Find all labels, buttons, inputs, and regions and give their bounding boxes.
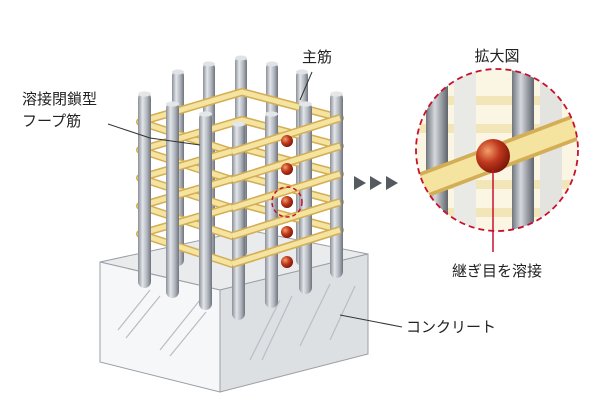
leader-lines — [107, 71, 403, 328]
concrete-label: コンクリート — [406, 318, 496, 336]
weld-point — [281, 256, 293, 268]
hoop-label-line1: 溶接閉鎖型 — [22, 90, 97, 108]
enlarged-view — [415, 68, 579, 252]
main-rebar-label: 主筋 — [302, 48, 332, 66]
weld-point — [281, 196, 293, 208]
hoop-front-segments — [230, 114, 342, 268]
weld-joint-label: 継ぎ目を溶接 — [452, 262, 542, 280]
arrow-right-icon — [370, 176, 382, 190]
main-rebar — [166, 102, 179, 298]
main-rebar — [199, 112, 212, 310]
main-rebar — [138, 92, 151, 288]
enlarged-view-title: 拡大図 — [474, 47, 519, 65]
arrow-right-icon — [354, 176, 366, 190]
enlarged-view-border — [415, 68, 579, 232]
weld-point — [281, 135, 293, 147]
weld-point — [281, 226, 293, 238]
hoop-label-line2: フープ筋 — [22, 112, 81, 130]
weld-point-enlarged — [476, 139, 510, 173]
arrow-group — [354, 176, 398, 190]
weld-point — [281, 163, 293, 175]
concrete-texture — [117, 283, 356, 361]
weld-highlight-ring — [271, 186, 303, 218]
arrow-right-icon — [386, 176, 398, 190]
weld-points — [271, 135, 303, 268]
concrete-side-face — [219, 253, 369, 393]
main-rebar — [265, 112, 278, 308]
main-rebar — [232, 122, 245, 320]
